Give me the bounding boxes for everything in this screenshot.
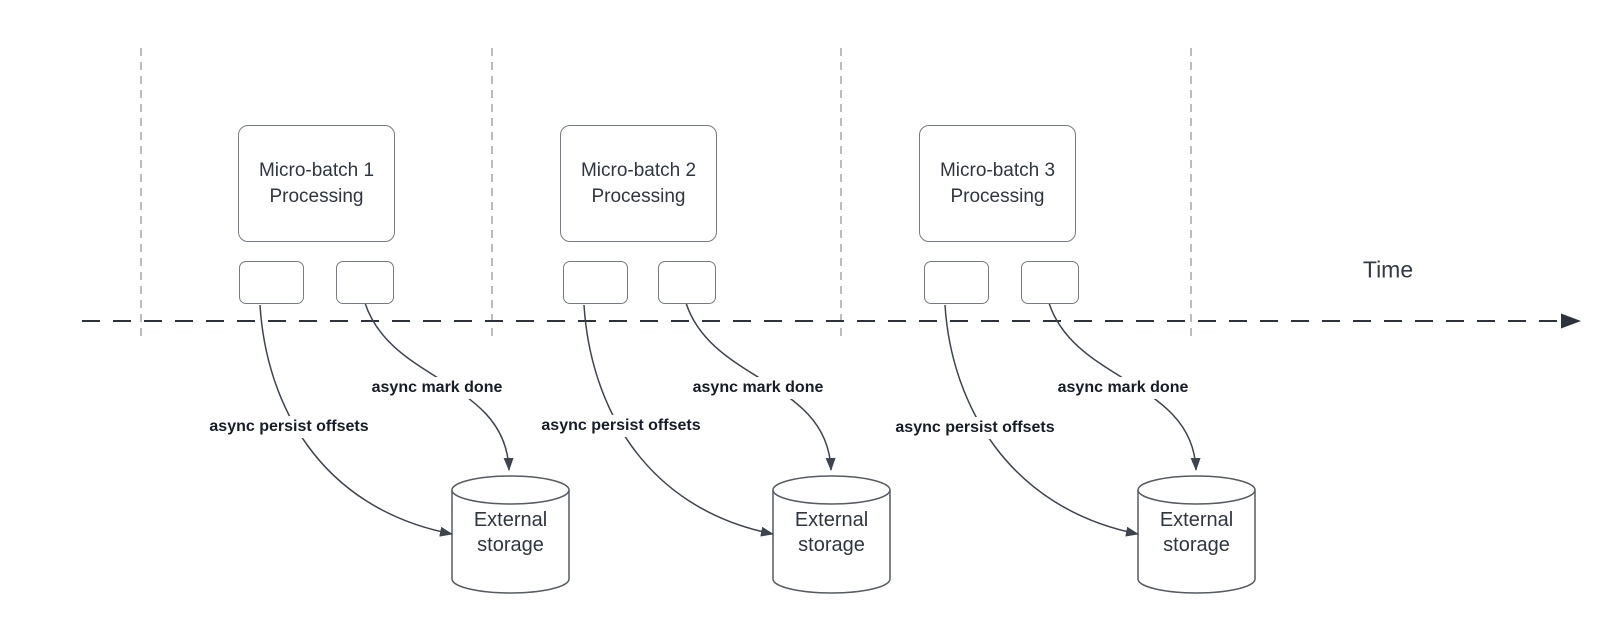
external-storage-cylinder-3	[1137, 475, 1256, 594]
persist-offsets-arrow-2	[583, 304, 774, 537]
external-storage-cylinder-1	[451, 475, 570, 594]
microbatch-2-processing-label: Micro-batch 2 Processing	[580, 159, 697, 207]
persist-offsets-task-box-2	[563, 261, 628, 304]
time-axis-label: Time	[1362, 256, 1414, 283]
mark-done-task-box-2	[658, 261, 716, 304]
microbatch-1-processing-label: Micro-batch 1 Processing	[258, 159, 375, 207]
persist-offsets-arrow-3	[944, 304, 1139, 537]
microbatch-2-processing-box: Micro-batch 2 Processing	[560, 125, 717, 242]
persist-offsets-task-box-1	[239, 261, 304, 304]
persist-offsets-arrow-1	[259, 304, 453, 537]
mark-done-label-3: async mark done	[1052, 377, 1194, 399]
persist-offsets-task-box-3	[924, 261, 989, 304]
persist-offsets-label-1: async persist offsets	[204, 416, 374, 438]
mark-done-task-box-1	[336, 261, 394, 304]
time-axis-arrowhead-icon	[1561, 313, 1581, 329]
microbatch-3-processing-label: Micro-batch 3 Processing	[939, 159, 1056, 207]
persist-offsets-label-2: async persist offsets	[536, 415, 706, 437]
mark-done-task-box-3	[1021, 261, 1079, 304]
mark-done-label-2: async mark done	[687, 377, 829, 399]
external-storage-label-2: External storage	[794, 509, 869, 556]
external-storage-label-1: External storage	[473, 509, 548, 556]
microbatch-3-processing-box: Micro-batch 3 Processing	[919, 125, 1076, 242]
external-storage-cylinder-2	[772, 475, 891, 594]
external-storage-label-3: External storage	[1159, 509, 1234, 556]
persist-offsets-label-3: async persist offsets	[890, 417, 1060, 439]
mark-done-label-1: async mark done	[366, 377, 508, 399]
microbatch-1-processing-box: Micro-batch 1 Processing	[238, 125, 395, 242]
